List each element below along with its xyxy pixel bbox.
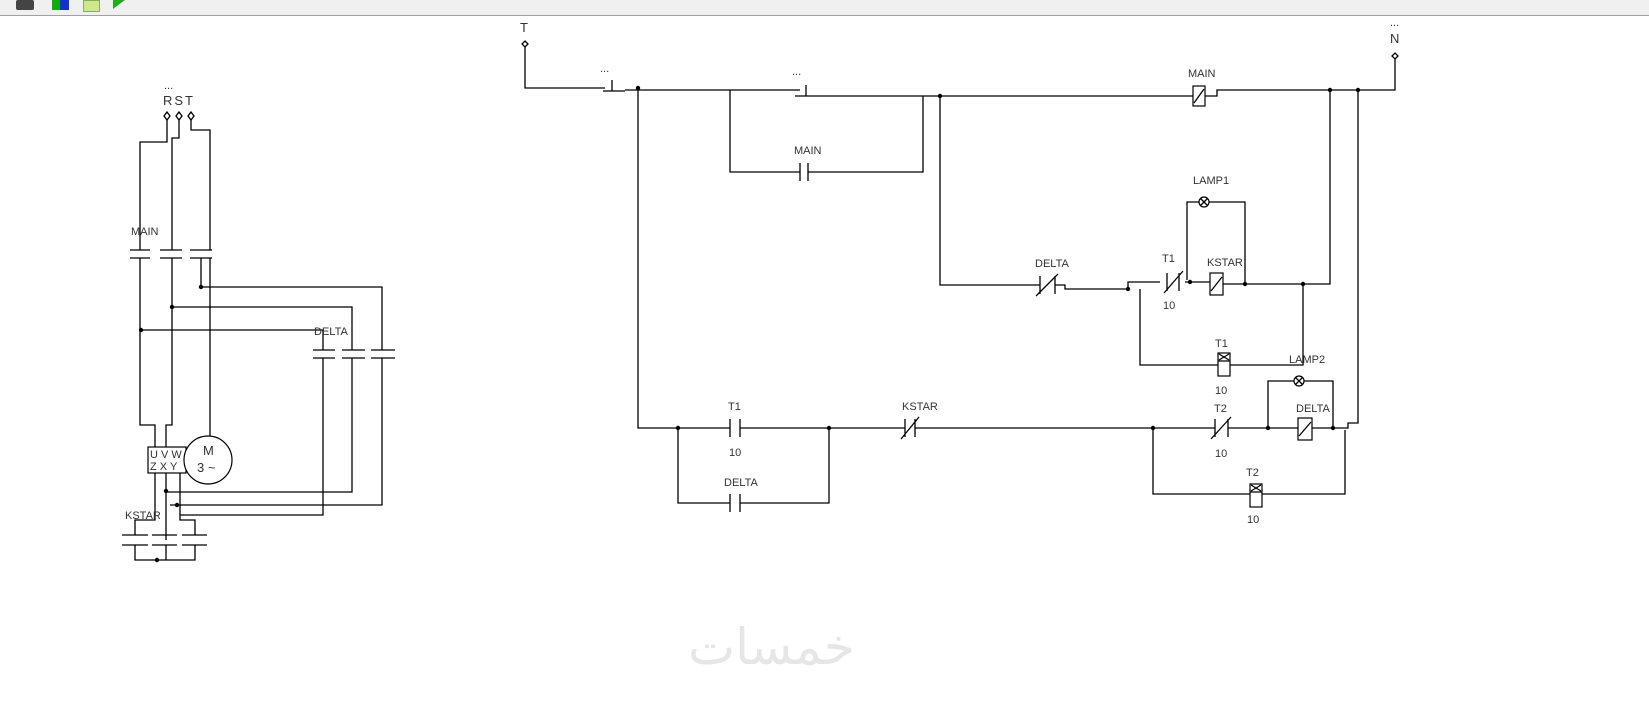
- start-pushbutton[interactable]: ...: [792, 66, 818, 97]
- power-wires: [134, 120, 383, 561]
- t1-no-time: 10: [729, 447, 741, 459]
- t2-nc-time: 10: [1215, 448, 1227, 460]
- t1-nc-timed-contact[interactable]: T1 10: [1162, 253, 1184, 312]
- control-circuit: T ... N ... ... MAIN MAIN LAMP1: [520, 17, 1399, 526]
- kstar-coil-label: KSTAR: [1207, 257, 1243, 269]
- palette-icon[interactable]: [52, 0, 60, 10]
- kstar-coil[interactable]: KSTAR: [1207, 257, 1243, 296]
- main-contacts-label: MAIN: [131, 226, 159, 238]
- t1-coil-label: T1: [1215, 338, 1228, 350]
- start-pushbutton-label: ...: [792, 66, 801, 78]
- delta-coil[interactable]: DELTA: [1296, 403, 1330, 441]
- main-contactor-contacts: [130, 249, 212, 259]
- motor-top-terminals: U V W: [150, 449, 182, 461]
- delta-nc-label: DELTA: [1035, 258, 1069, 270]
- main-seal-label: MAIN: [794, 145, 822, 157]
- delta-contacts-label: DELTA: [314, 326, 348, 338]
- stop-pushbutton[interactable]: ...: [600, 63, 625, 92]
- toolbar: [0, 0, 1649, 16]
- power-circuit: ... RST MAIN DELTA KSTAR U V W Z X Y M 3…: [122, 80, 395, 563]
- t1-timer-coil[interactable]: T1 10: [1215, 338, 1231, 397]
- lamp1-label: LAMP1: [1193, 175, 1229, 187]
- play-icon[interactable]: [113, 0, 125, 9]
- n-supply-dots: ...: [1390, 17, 1399, 29]
- t1-nc-time: 10: [1163, 300, 1175, 312]
- kstar-contactor-contacts: [122, 534, 207, 546]
- printer-icon[interactable]: [16, 0, 34, 10]
- t-supply-label: T: [520, 20, 528, 35]
- kstar-nc-contact[interactable]: KSTAR: [900, 401, 938, 440]
- palette-icon-blue: [60, 0, 69, 10]
- delta-contactor-contacts: [313, 349, 395, 359]
- circuit-canvas[interactable]: ... RST MAIN DELTA KSTAR U V W Z X Y M 3…: [0, 16, 1649, 718]
- delta-seal-contact[interactable]: DELTA: [724, 477, 758, 512]
- t-terminal: [521, 40, 529, 48]
- main-coil[interactable]: MAIN: [1188, 68, 1216, 107]
- kstar-nc-label: KSTAR: [902, 401, 938, 413]
- notepad-icon[interactable]: [83, 0, 100, 12]
- motor-bottom-terminals: Z X Y: [150, 461, 178, 473]
- motor-phases: 3 ~: [197, 460, 216, 475]
- lamp2-label: LAMP2: [1289, 354, 1325, 366]
- delta-coil-label: DELTA: [1296, 403, 1330, 415]
- supply-label: RST: [163, 93, 195, 108]
- main-coil-label: MAIN: [1188, 68, 1216, 80]
- delta-nc-contact[interactable]: DELTA: [1035, 258, 1069, 297]
- supply-dots: ...: [164, 80, 173, 92]
- t2-coil-time: 10: [1247, 514, 1259, 526]
- motor-symbol: M: [203, 443, 214, 458]
- junctions: [635, 85, 1361, 431]
- t2-coil-label: T2: [1246, 467, 1259, 479]
- n-supply-label: N: [1390, 31, 1399, 46]
- watermark: خمسات: [688, 618, 855, 676]
- t2-nc-timed-contact[interactable]: T2 10: [1210, 403, 1232, 460]
- t2-nc-label: T2: [1214, 403, 1227, 415]
- t1-coil-time: 10: [1215, 385, 1227, 397]
- motor[interactable]: U V W Z X Y M 3 ~: [147, 435, 233, 485]
- lamp1[interactable]: LAMP1: [1193, 175, 1229, 208]
- t1-no-timed-contact[interactable]: T1 10: [728, 401, 741, 459]
- control-wires: [524, 47, 1396, 504]
- supply-terminals[interactable]: [163, 110, 195, 122]
- delta-seal-label: DELTA: [724, 477, 758, 489]
- t1-no-label: T1: [728, 401, 741, 413]
- t2-timer-coil[interactable]: T2 10: [1246, 467, 1263, 526]
- t1-nc-label: T1: [1162, 253, 1175, 265]
- kstar-contacts-label: KSTAR: [125, 510, 161, 522]
- main-seal-contact[interactable]: MAIN: [794, 145, 822, 181]
- n-terminal: [1391, 52, 1399, 60]
- lamp2[interactable]: LAMP2: [1289, 354, 1325, 387]
- stop-pushbutton-label: ...: [600, 63, 609, 75]
